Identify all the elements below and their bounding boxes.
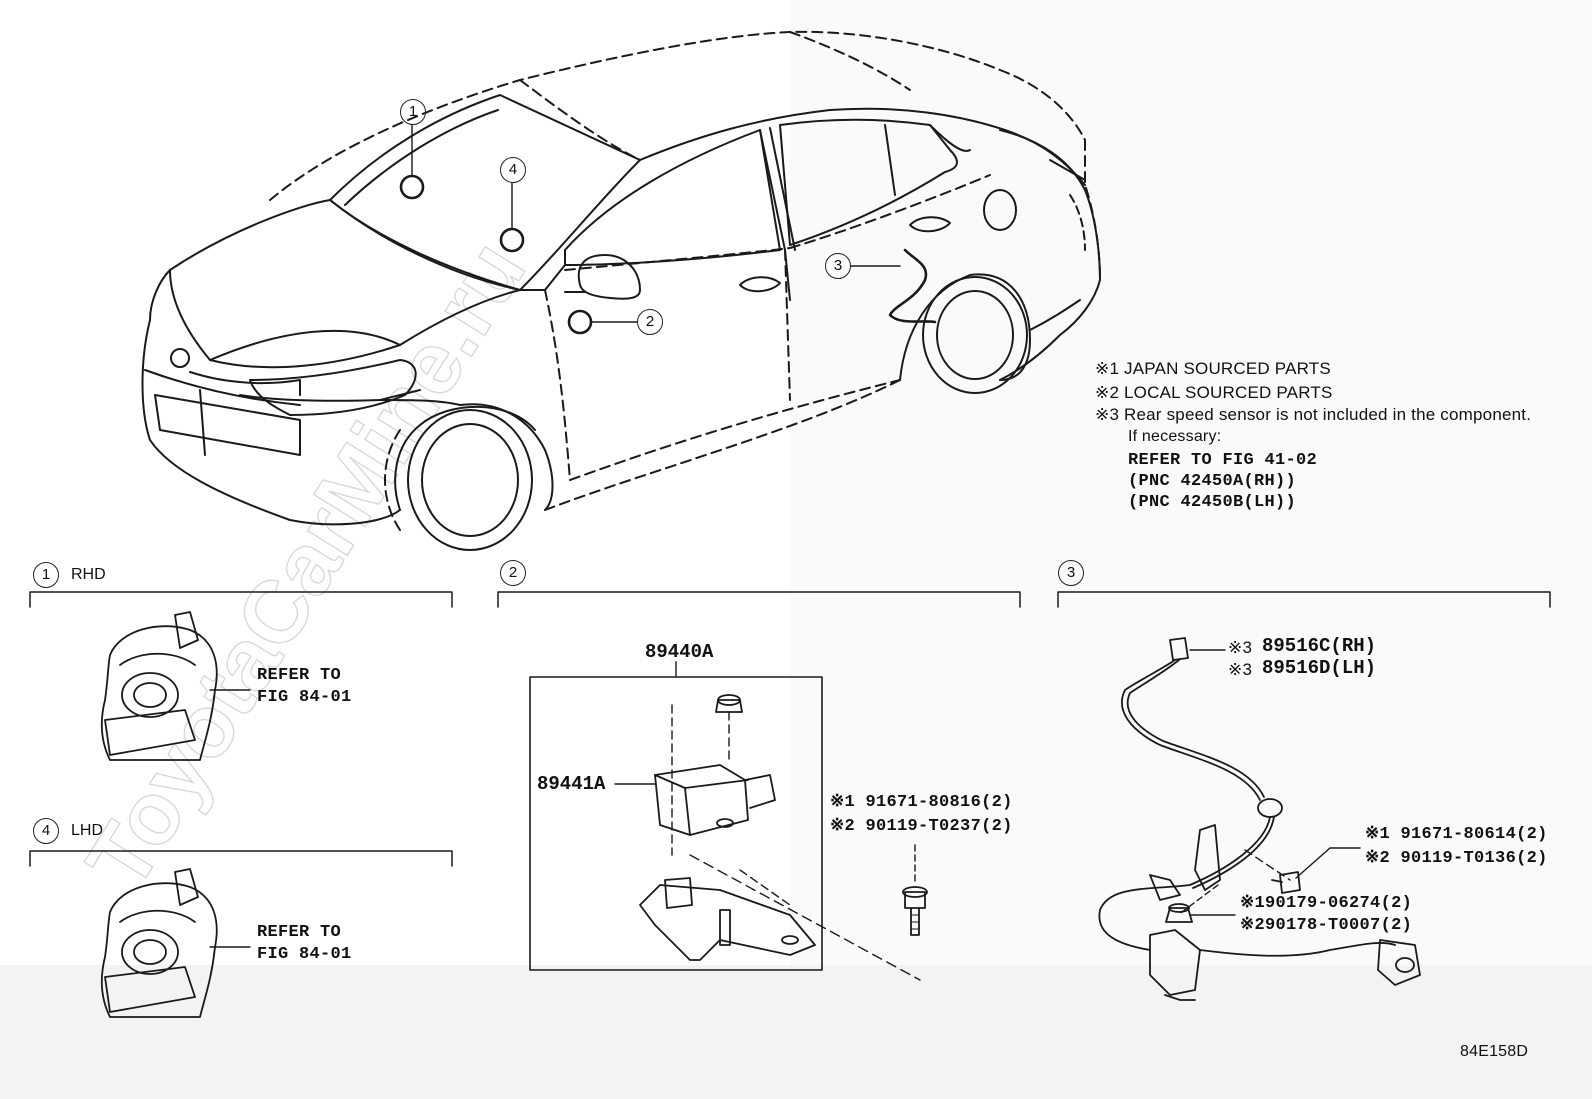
note-rear-speed-sensor: ※3 Rear speed sensor is not included in … xyxy=(1095,405,1532,424)
panel-4-refer-line1: REFER TO xyxy=(257,923,342,942)
airbag-sensor-assembly xyxy=(529,661,928,981)
speed-sensor-part xyxy=(1098,637,1421,1001)
location-circle-1 xyxy=(399,174,425,200)
bolt-part-local-p3: ※2 90119-T0136(2) xyxy=(1365,849,1548,868)
location-circle-2 xyxy=(567,309,593,335)
panel-1-refer-line1: REFER TO xyxy=(257,666,342,685)
part-89516D: 89516D(LH) xyxy=(1262,657,1377,679)
note-refer-fig: REFER TO FIG 41-02 xyxy=(1128,451,1318,470)
clip-part-japan-p3: ※190179-06274(2) xyxy=(1240,894,1413,913)
panel-3-number: 3 xyxy=(1058,560,1084,586)
note-pnc-rh: (PNC 42450A(RH)) xyxy=(1128,472,1297,491)
callout-3: 3 xyxy=(825,253,851,279)
note-if-necessary: If necessary: xyxy=(1128,428,1222,445)
panel-4-refer-line2: FIG 84-01 xyxy=(257,945,352,964)
note-japan-sourced: ※1 JAPAN SOURCED PARTS xyxy=(1095,359,1331,378)
part-89440A: 89440A xyxy=(645,641,714,663)
panel-2-number: 2 xyxy=(500,560,526,586)
note-local-sourced: ※2 LOCAL SOURCED PARTS xyxy=(1095,383,1333,402)
figure-code: 84E158D xyxy=(1460,1043,1529,1060)
part-89441A: 89441A xyxy=(537,773,606,795)
panel-4-label: LHD xyxy=(71,822,104,839)
spiral-cable-part-1 xyxy=(100,611,251,761)
note-pnc-lh: (PNC 42450B(LH)) xyxy=(1128,493,1297,512)
panel-4-number: 4 xyxy=(33,818,59,844)
bolt-part-japan-p3: ※1 91671-80614(2) xyxy=(1365,825,1548,844)
background-bottom xyxy=(0,965,1592,1099)
sensor-rh-mark: ※3 xyxy=(1228,638,1253,657)
clip-part-local-p3: ※290178-T0007(2) xyxy=(1240,916,1413,935)
bolt-part-japan-p2: ※1 91671-80816(2) xyxy=(830,793,1013,812)
sensor-lh-mark: ※3 xyxy=(1228,660,1253,679)
panel-1-number: 1 xyxy=(33,562,59,588)
panel-1-label: RHD xyxy=(71,566,106,583)
callout-1: 1 xyxy=(400,99,426,125)
background-right xyxy=(790,0,1592,965)
watermark: ToyotaCarMine.ru xyxy=(67,224,544,905)
part-89516C: 89516C(RH) xyxy=(1262,635,1377,657)
car-illustration xyxy=(141,30,1101,551)
callout-2: 2 xyxy=(637,309,663,335)
bolt-part-local-p2: ※2 90119-T0237(2) xyxy=(830,817,1013,836)
spiral-cable-part-4 xyxy=(100,868,251,1018)
callout-4: 4 xyxy=(500,157,526,183)
panel-brackets xyxy=(29,591,1551,867)
panel-1-refer-line2: FIG 84-01 xyxy=(257,688,352,707)
location-circle-4 xyxy=(499,227,525,253)
